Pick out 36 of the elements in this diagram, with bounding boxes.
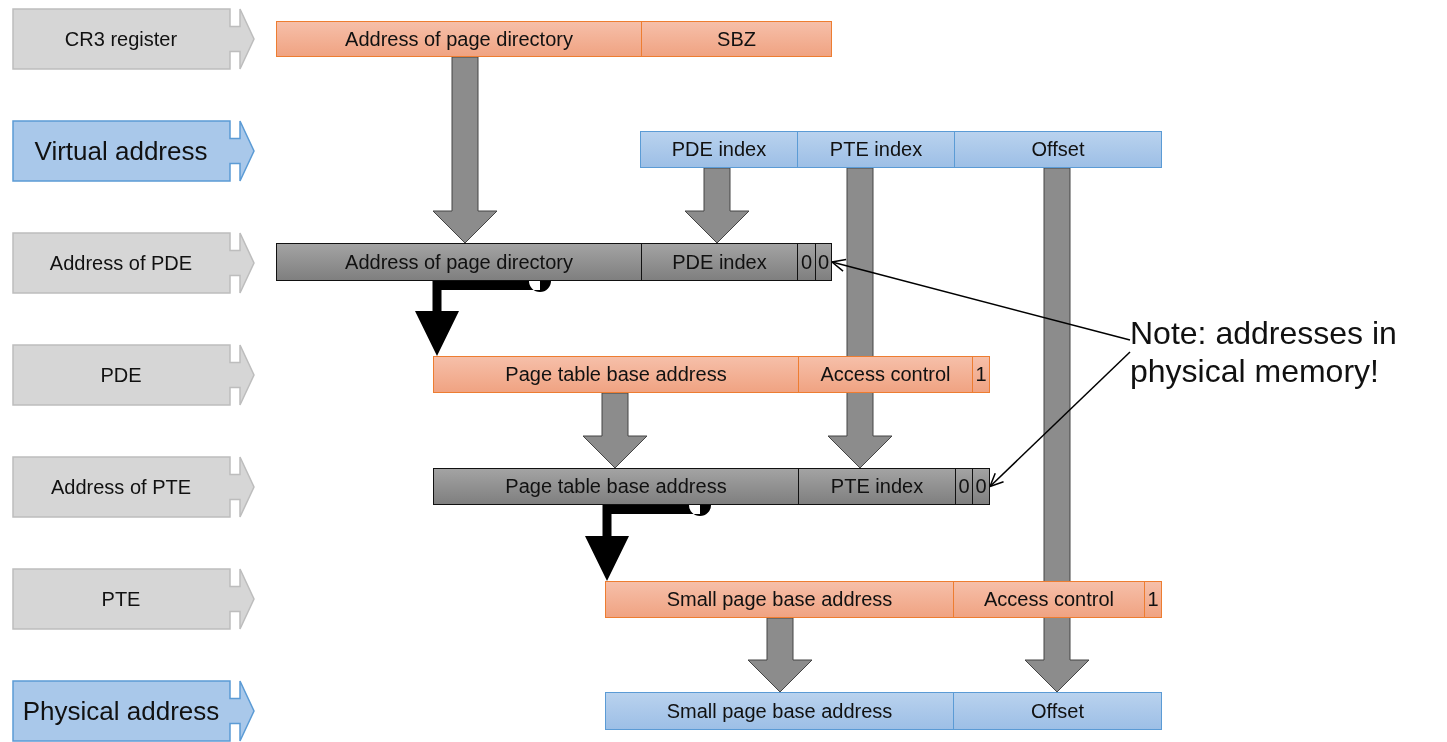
bit-field: Offset (954, 131, 1162, 168)
arrow-label: Physical address (12, 680, 255, 742)
arrow-label: CR3 register (12, 8, 255, 70)
block-arrow (827, 167, 893, 469)
bit-field: Address of page directory (276, 21, 642, 57)
block-arrow (1024, 167, 1090, 693)
note-text: Note: addresses in physical memory! (1130, 314, 1447, 391)
block-arrow (432, 56, 498, 244)
bit-field: Address of page directory (276, 243, 642, 281)
bit-field: 0 (815, 243, 832, 281)
bit-field: Small page base address (605, 581, 954, 618)
bit-field: SBZ (641, 21, 832, 57)
bit-field: Small page base address (605, 692, 954, 730)
bit-field: PDE index (641, 243, 798, 281)
bit-field: PDE index (640, 131, 798, 168)
bit-field: 0 (955, 468, 973, 505)
leader-line (831, 258, 1131, 341)
arrow-label: Address of PDE (12, 232, 255, 294)
block-arrow (684, 167, 750, 244)
bit-field: Page table base address (433, 468, 799, 505)
bit-field: 1 (1144, 581, 1162, 618)
bit-field: Access control (953, 581, 1145, 618)
arrow-label: PTE (12, 568, 255, 630)
bit-field: PTE index (798, 468, 956, 505)
block-arrow (582, 392, 648, 469)
bit-field: Page table base address (433, 356, 799, 393)
bit-field: 1 (972, 356, 990, 393)
block-arrow (747, 617, 813, 693)
bit-field: PTE index (797, 131, 955, 168)
arrow-label: Address of PTE (12, 456, 255, 518)
bit-field: Access control (798, 356, 973, 393)
arrow-label: Virtual address (12, 120, 255, 182)
bit-field: Offset (953, 692, 1162, 730)
arrow-label: PDE (12, 344, 255, 406)
bit-field: 0 (972, 468, 990, 505)
leader-line (989, 351, 1131, 488)
